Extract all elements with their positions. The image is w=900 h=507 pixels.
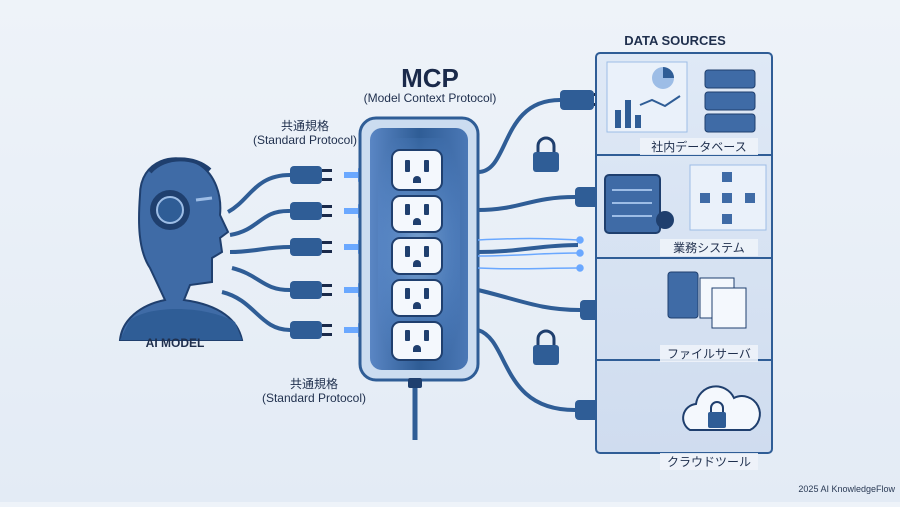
ai-model-icon [118,157,244,341]
bar-chart-icon [606,61,688,133]
standard-protocol-bottom-en: (Standard Protocol) [261,391,367,405]
outlet-5 [391,321,443,361]
ai-model-label: AI MODEL [145,336,205,350]
outlet-4 [391,279,443,317]
outlet-3 [391,237,443,275]
right-cables [477,98,581,412]
flowchart-icon [689,164,767,231]
data-source-label-cloud-tools: クラウドツール [660,453,758,470]
credit-text: 2025 AI KnowledgeFlow [798,484,895,494]
mcp-title: MCP [401,63,459,93]
standard-protocol-bottom-ja: 共通規格 [289,377,338,391]
data-source-label-business-system: 業務システム [660,239,758,256]
mcp-subtitle: (Model Context Protocol) [363,91,497,105]
left-plug-4 [290,281,332,299]
left-cables [221,173,291,332]
lock-icon [533,136,559,172]
database-icon [704,69,756,133]
file-server-icon [667,271,747,329]
lock-icon [533,329,559,365]
outlet-1 [391,149,443,191]
data-source-label-file-server: ファイルサーバ [660,345,758,362]
left-plug-3 [290,238,332,256]
left-plug-1 [290,166,332,184]
standard-protocol-top-en: (Standard Protocol) [252,133,358,147]
server-gear-icon [604,174,674,234]
data-sources-title: DATA SOURCES [624,33,726,48]
standard-protocol-top-ja: 共通規格 [280,119,329,133]
cloud-lock-icon [682,385,761,431]
left-plug-5 [290,321,332,339]
signal-lines [477,236,584,272]
outlet-2 [391,195,443,233]
left-plug-2 [290,202,332,220]
data-source-label-database: 社内データベース [640,138,758,155]
